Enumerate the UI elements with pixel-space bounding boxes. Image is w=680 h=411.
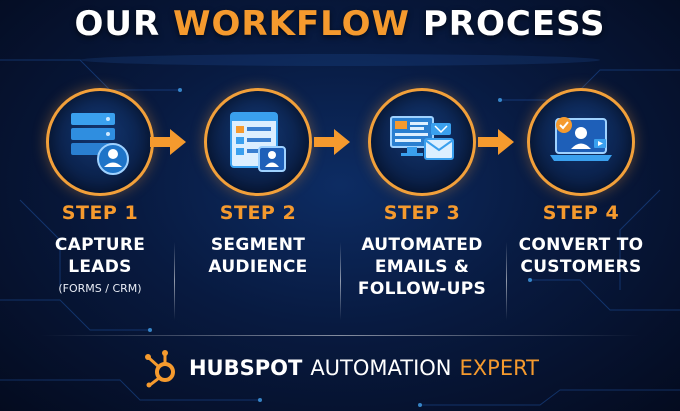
step-3-number: STEP 3 [383, 202, 461, 224]
title-word-1: OUR [74, 4, 161, 44]
arrow-right-icon [150, 129, 186, 155]
step-1-label: CAPTURE LEADS [54, 235, 146, 277]
step-1-sub: (FORMS / CRM) [58, 282, 142, 295]
divider [174, 242, 175, 320]
laptop-user-icon [550, 117, 612, 161]
server-user-icon [71, 113, 129, 175]
divider [340, 242, 341, 320]
page-title: OUR WORKFLOW PROCESS [0, 4, 680, 44]
step-4: STEP 4 CONVERT TO CUSTOMERS [506, 88, 656, 278]
footer-brand-name: HUBSPOT [188, 356, 303, 380]
arrow-right-icon [478, 129, 514, 155]
step-1: STEP 1 CAPTURE LEADS (FORMS / CRM) [25, 88, 175, 295]
title-word-2: WORKFLOW [173, 4, 411, 44]
step-4-label: CONVERT TO CUSTOMERS [518, 235, 644, 277]
step-1-circle [46, 88, 154, 196]
step-2-label: SEGMENT AUDIENCE [208, 235, 308, 277]
step-3: STEP 3 AUTOMATED EMAILS & FOLLOW-UPS [347, 88, 497, 300]
hubspot-sprocket-icon [144, 350, 175, 388]
step-3-circle [368, 88, 476, 196]
segment-list-icon [230, 112, 286, 172]
footer-separator [40, 335, 640, 336]
step-2: STEP 2 SEGMENT AUDIENCE [183, 88, 333, 278]
arrow-right-icon [314, 129, 350, 155]
step-3-label: AUTOMATED EMAILS & FOLLOW-UPS [357, 235, 487, 299]
step-1-number: STEP 1 [61, 202, 139, 224]
step-2-number: STEP 2 [219, 202, 297, 224]
title-word-3: PROCESS [422, 4, 606, 44]
step-4-number: STEP 4 [542, 202, 620, 224]
email-monitor-icon [390, 116, 454, 160]
footer-end-text: EXPERT [459, 356, 540, 380]
footer-middle-text: AUTOMATION [310, 356, 452, 380]
step-4-circle [527, 88, 635, 196]
divider [506, 242, 507, 320]
footer-brand: HUBSPOT AUTOMATION EXPERT [0, 348, 680, 388]
step-2-circle [204, 88, 312, 196]
